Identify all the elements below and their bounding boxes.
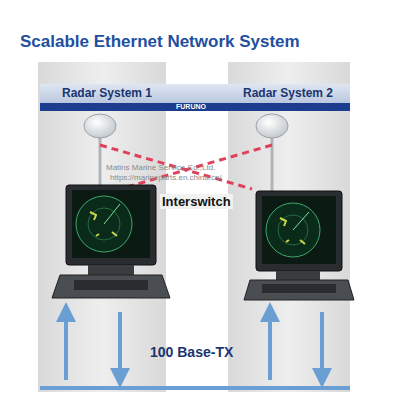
network-label: 100 Base-TX	[150, 344, 233, 360]
system-name: Radar System 1	[62, 84, 215, 103]
system-bar: Radar System 1	[40, 84, 215, 103]
sweep-line	[293, 212, 309, 230]
uplink-arrow	[268, 312, 272, 380]
radar-echo	[90, 212, 117, 236]
sweep-line	[104, 204, 120, 224]
monitor-screen	[262, 196, 336, 264]
radar-antenna	[256, 114, 288, 138]
brand-stripe	[40, 103, 350, 111]
keyboard	[74, 280, 148, 290]
brand-logo: FURUNO	[176, 103, 206, 111]
monitor-frame	[66, 185, 156, 265]
system-name: Radar System 2	[243, 84, 350, 103]
downlink-arrow	[320, 312, 324, 378]
uplink-arrow	[64, 312, 68, 380]
keyboard	[262, 284, 336, 293]
monitor-frame	[256, 191, 342, 271]
radar-display	[52, 185, 170, 298]
watermark: https://marineparts.en.china.cn/	[110, 173, 222, 183]
link-label: Interswitch	[160, 194, 233, 209]
radar-display	[244, 191, 354, 300]
monitor-screen	[72, 190, 150, 258]
radar-scope	[76, 196, 132, 252]
console-neck	[88, 265, 134, 275]
diagram-title: Scalable Ethernet Network System	[20, 32, 300, 52]
console-desk	[244, 280, 354, 300]
downlink-arrow	[118, 312, 122, 378]
radar-echo	[280, 218, 305, 244]
system-bar: Radar System 2	[215, 84, 350, 103]
interswitch-line	[100, 145, 252, 189]
console-desk	[52, 275, 170, 298]
console-neck	[276, 271, 320, 280]
network-line	[40, 386, 350, 390]
watermark: Matins Marine Service Co.,Ltd.	[106, 163, 215, 173]
radar-scope	[266, 203, 320, 257]
system-band	[228, 62, 350, 392]
system-band	[38, 62, 166, 392]
radar-antenna	[84, 114, 116, 138]
